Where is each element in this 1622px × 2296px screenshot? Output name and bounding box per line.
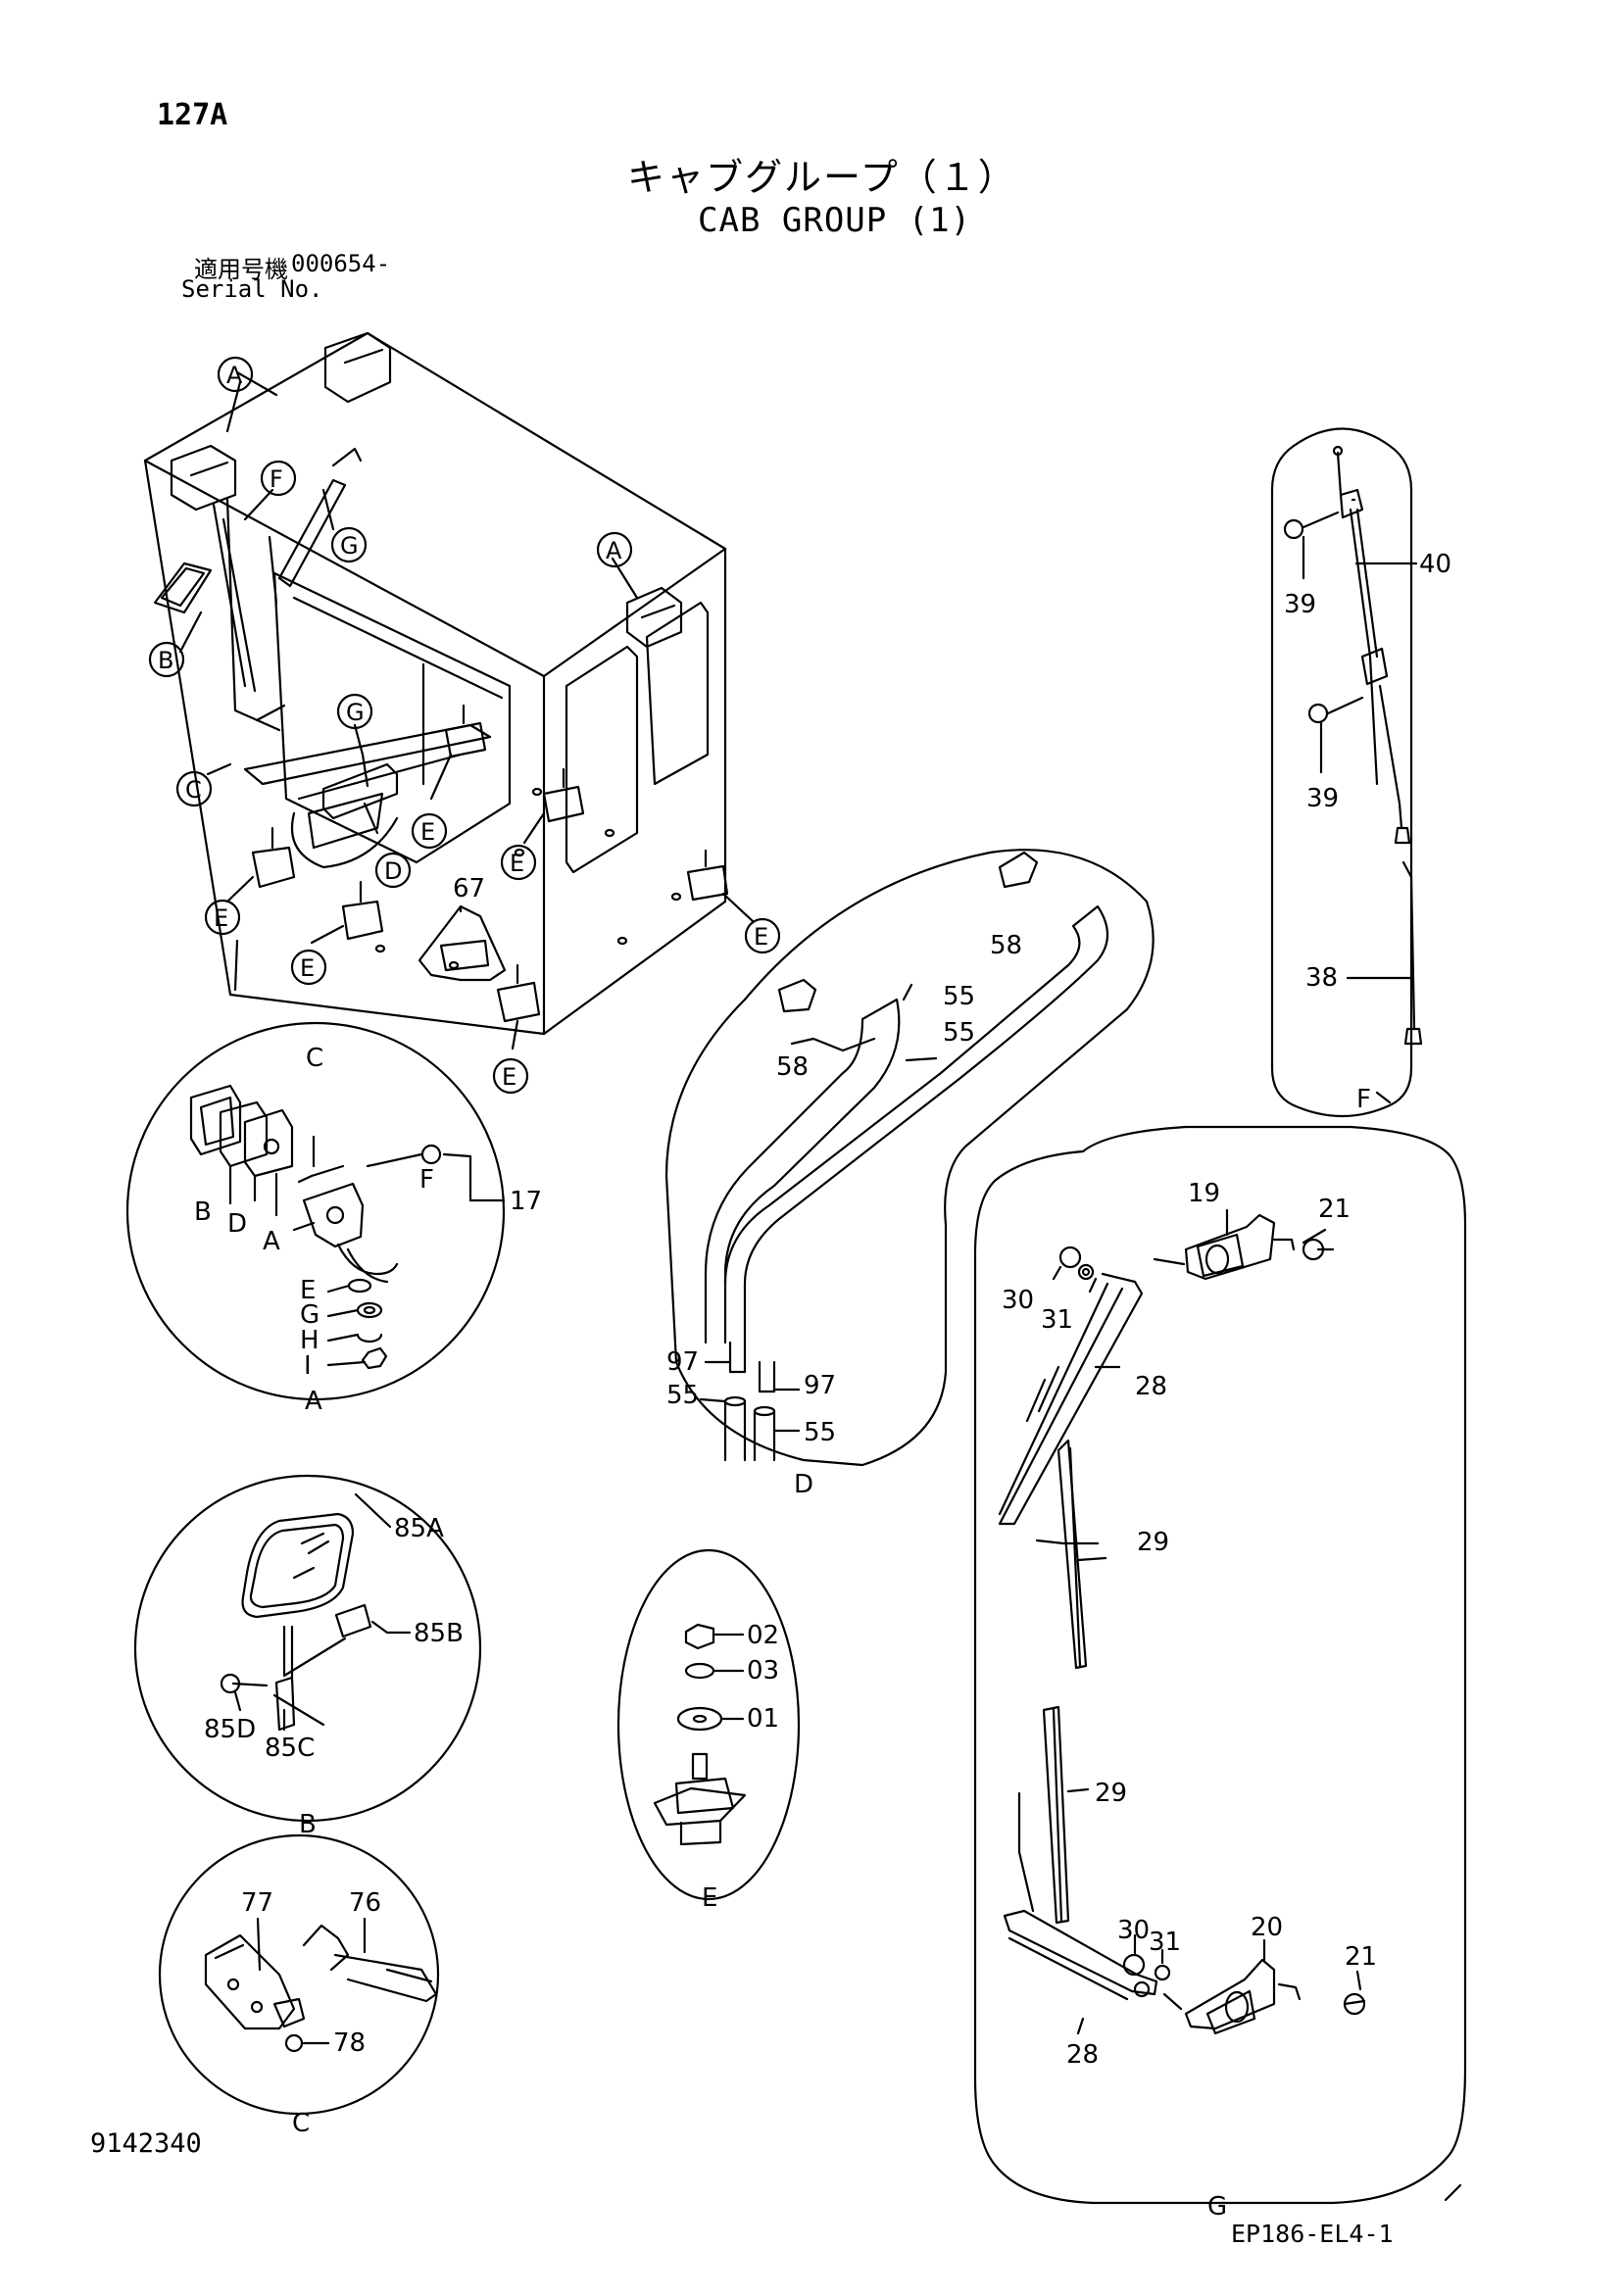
detail-f-part-38: 38 xyxy=(1305,963,1338,993)
callout-67: 67 xyxy=(453,874,485,904)
callout-d: D xyxy=(384,857,402,885)
detail-g-part-28-upper: 28 xyxy=(1135,1372,1167,1401)
detail-a-letter-e: E xyxy=(300,1276,316,1305)
detail-g-part-30-upper: 30 xyxy=(1002,1286,1034,1315)
cab-mount-rubber-set xyxy=(251,704,729,1023)
callout-e-3: E xyxy=(214,904,228,932)
detail-a-letter-c: C xyxy=(306,1044,323,1073)
detail-g-labels: 19 21 30 31 28 29 29 30 31 20 21 28 G xyxy=(1002,1179,1377,2222)
callout-c: C xyxy=(185,776,202,804)
serial-label-japanese: 適用号機 xyxy=(194,256,288,283)
detail-e-label: E xyxy=(702,1883,717,1913)
detail-e-part-01: 01 xyxy=(747,1704,779,1734)
callout-g-1: G xyxy=(340,532,359,560)
callout-b: B xyxy=(158,647,173,674)
detail-b-labels: 85A 85B 85D 85C B xyxy=(204,1514,464,1839)
detail-d-labels: 58 58 55 55 97 97 55 55 D xyxy=(666,931,1022,1499)
detail-f-labels: 39 40 39 38 F xyxy=(1284,550,1451,1114)
detail-g-part-29-upper: 29 xyxy=(1137,1528,1169,1557)
detail-d-part-55-a: 55 xyxy=(943,982,975,1011)
detail-g-label: G xyxy=(1207,2192,1227,2222)
detail-e-labels: 02 03 01 E xyxy=(702,1621,779,1913)
detail-d-part-55-b: 55 xyxy=(943,1018,975,1048)
detail-c-latch-parts xyxy=(204,1917,438,2053)
page-number: 127A xyxy=(157,98,228,132)
callout-a-2: A xyxy=(606,537,622,564)
callout-e-5: E xyxy=(502,1063,516,1091)
detail-g-part-29-lower: 29 xyxy=(1095,1779,1127,1808)
detail-e-part-02: 02 xyxy=(747,1621,779,1650)
detail-c-label: C xyxy=(292,2109,310,2138)
detail-c-part-76: 76 xyxy=(349,1888,381,1918)
callout-e-4: E xyxy=(300,954,315,982)
detail-g-part-20: 20 xyxy=(1251,1913,1283,1942)
detail-b-part-85c: 85C xyxy=(265,1734,315,1763)
detail-a-label: A xyxy=(305,1387,322,1416)
callout-f: F xyxy=(270,465,283,493)
detail-f-part-39-upper: 39 xyxy=(1284,590,1316,619)
detail-f-wiper-arm-parts xyxy=(1283,445,1423,1104)
callout-g-2: G xyxy=(346,699,365,726)
detail-d-part-58-lower: 58 xyxy=(776,1052,809,1082)
detail-a-letter-d: D xyxy=(227,1209,247,1239)
detail-g-part-31-upper: 31 xyxy=(1041,1305,1073,1335)
detail-b-label: B xyxy=(299,1810,317,1839)
detail-g-part-30-lower: 30 xyxy=(1117,1916,1150,1945)
detail-g-part-31-lower: 31 xyxy=(1149,1928,1181,1957)
detail-a-letter-g: G xyxy=(300,1300,319,1330)
serial-label-english: Serial No. xyxy=(181,275,323,303)
cab-body-drawing xyxy=(143,331,755,1050)
detail-b-part-85d: 85D xyxy=(204,1715,256,1744)
callout-e-6: E xyxy=(754,923,768,951)
serial-number-value: 000654- xyxy=(291,250,391,277)
detail-e-part-03: 03 xyxy=(747,1656,779,1685)
detail-a-labels: C F B D A E G H I 17 A xyxy=(194,1044,542,1416)
detail-d-part-97-right: 97 xyxy=(804,1371,836,1400)
detail-g-part-28-lower: 28 xyxy=(1066,2040,1099,2070)
detail-g-part-19: 19 xyxy=(1188,1179,1220,1208)
detail-d-hose-parts xyxy=(664,849,1155,1467)
document-number: 9142340 xyxy=(90,2128,202,2159)
callout-e-1: E xyxy=(420,818,435,846)
detail-f-label: F xyxy=(1356,1085,1371,1114)
detail-f-part-40: 40 xyxy=(1419,550,1451,579)
title-japanese: キャブグループ（１） xyxy=(627,156,1017,199)
detail-d-part-55-d: 55 xyxy=(804,1418,836,1447)
detail-a-letter-a: A xyxy=(263,1227,280,1256)
detail-f-part-39-lower: 39 xyxy=(1306,784,1339,813)
detail-b-mirror-parts xyxy=(220,1492,412,1732)
detail-d-part-97-left: 97 xyxy=(666,1347,699,1377)
detail-c-part-77: 77 xyxy=(241,1888,273,1918)
title-english: CAB GROUP (1) xyxy=(698,201,972,240)
reference-code: EP186-EL4-1 xyxy=(1231,2220,1394,2248)
detail-a-letter-i: I xyxy=(304,1351,312,1381)
detail-g-wiper-motor-parts xyxy=(998,1208,1462,2202)
detail-d-label: D xyxy=(794,1470,813,1499)
detail-d-part-58-upper: 58 xyxy=(990,931,1022,960)
detail-a-part-17: 17 xyxy=(510,1187,542,1216)
detail-g-part-21-lower: 21 xyxy=(1345,1942,1377,1972)
detail-b-part-85b: 85B xyxy=(414,1619,464,1648)
callout-a-1: A xyxy=(226,362,243,389)
detail-a-letter-f: F xyxy=(419,1165,434,1195)
detail-c-part-78: 78 xyxy=(333,2028,366,2058)
detail-e-mount-parts xyxy=(653,1623,747,1846)
callout-e-2: E xyxy=(510,850,524,877)
detail-a-letter-b: B xyxy=(194,1197,212,1227)
main-callout-labels: A A F G B G C D E E E E E E 67 xyxy=(158,362,768,1091)
detail-a-letter-h: H xyxy=(300,1326,319,1355)
detail-g-part-21-upper: 21 xyxy=(1318,1195,1351,1224)
detail-c-labels: 77 76 78 C xyxy=(241,1888,381,2138)
detail-d-part-55-c: 55 xyxy=(666,1381,699,1410)
detail-b-part-85a: 85A xyxy=(394,1514,444,1543)
detail-a-work-light-parts xyxy=(189,1084,506,1370)
